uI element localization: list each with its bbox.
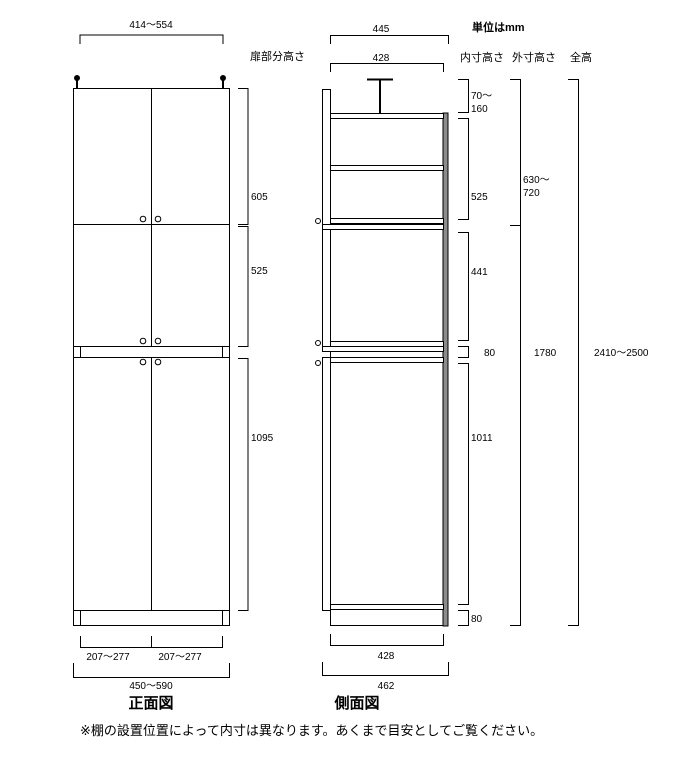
total-height-bracket [568,79,579,626]
side-view-title: 側面図 [333,694,379,712]
door-height-label: 605 [251,192,268,203]
inner-depth-bottom-bracket [330,634,444,646]
ceiling-post [367,78,393,113]
total-width-label: 450～590 [129,681,173,692]
shelf [330,113,444,119]
inner-height-bracket [458,79,469,113]
shelves [322,113,444,611]
inner-height-label: 160 [471,104,488,115]
front-view: 414～554 扉部分高さ 605 [73,20,305,712]
shelf [330,604,444,610]
inner-depth-label: 428 [373,53,390,64]
door-height-label: 525 [251,266,268,277]
door-height-bracket [238,358,249,611]
shelf [330,165,444,171]
handle-icon [154,215,162,223]
inner-height-label: 525 [471,192,488,203]
door-width-label: 207～277 [86,652,130,663]
front-view-title: 正面図 [128,695,173,712]
door-height-label: 1095 [251,433,274,444]
door-height-bracket [238,88,249,225]
shelf [322,346,444,352]
unit-label: 単位はmm [472,20,525,34]
shelf [330,218,444,224]
ceiling-post-right [220,75,226,88]
door-width-bracket [80,636,223,648]
cabinet-body [330,113,444,626]
inner-height-label: 70～ [471,91,492,102]
outer-depth-bottom-label: 462 [378,681,395,692]
total-height-heading: 全高 [570,50,592,64]
inner-height-bracket [458,363,469,605]
inner-height-bracket [458,346,469,358]
inner-depth-bracket [330,63,444,72]
handle-icon [139,215,147,223]
total-width-bracket [73,663,230,678]
handle-icon [315,218,321,224]
handle-icon [315,340,321,346]
inner-height-label: 80 [484,348,496,359]
handle-icon [139,337,147,345]
inner-height-label: 1011 [471,433,493,444]
outer-depth-bottom-bracket [322,662,449,676]
door-height-bracket [238,226,249,347]
inner-depth-bottom-label: 428 [378,651,395,662]
outer-height-heading: 外寸高さ [512,50,556,64]
outer-height-label: 630～ [523,175,550,186]
lower-side-panel [322,357,331,611]
ceiling-post-left [74,75,80,88]
outer-depth-bracket [330,35,449,44]
handle-icon [139,358,147,366]
outer-depth-label: 445 [373,24,390,35]
shelf [330,341,444,347]
door-handles [139,215,162,366]
total-height-label: 2410～2500 [594,348,649,359]
inner-height-label: 80 [471,614,483,625]
footnote: ※棚の設置位置によって内寸は異なります。あくまで目安としてご覧ください。 [80,723,543,738]
back-panel [442,112,449,627]
inner-height-label: 441 [471,267,488,278]
door-height-heading: 扉部分高さ [250,49,305,63]
shelf [330,357,444,363]
top-width-bracket [79,34,224,44]
handle-icon [315,360,321,366]
upper-side-panel [322,89,331,225]
inner-height-bracket [458,118,469,220]
outer-height-label: 1780 [534,348,557,359]
handle-icon [154,358,162,366]
outer-height-label: 720 [523,188,540,199]
inner-height-heading: 内寸高さ [460,50,504,64]
outer-height-bracket [510,79,521,226]
top-width-label: 414～554 [129,20,173,31]
shelf [322,224,444,230]
handle-icon [154,337,162,345]
door-width-label: 207～277 [158,652,202,663]
outer-height-bracket [510,225,521,626]
inner-height-bracket [458,610,469,626]
side-view: 単位はmm 445 428 内寸高さ 外寸高さ 全高 [315,20,649,712]
inner-height-bracket [458,232,469,341]
middle-side-panel [322,229,331,347]
